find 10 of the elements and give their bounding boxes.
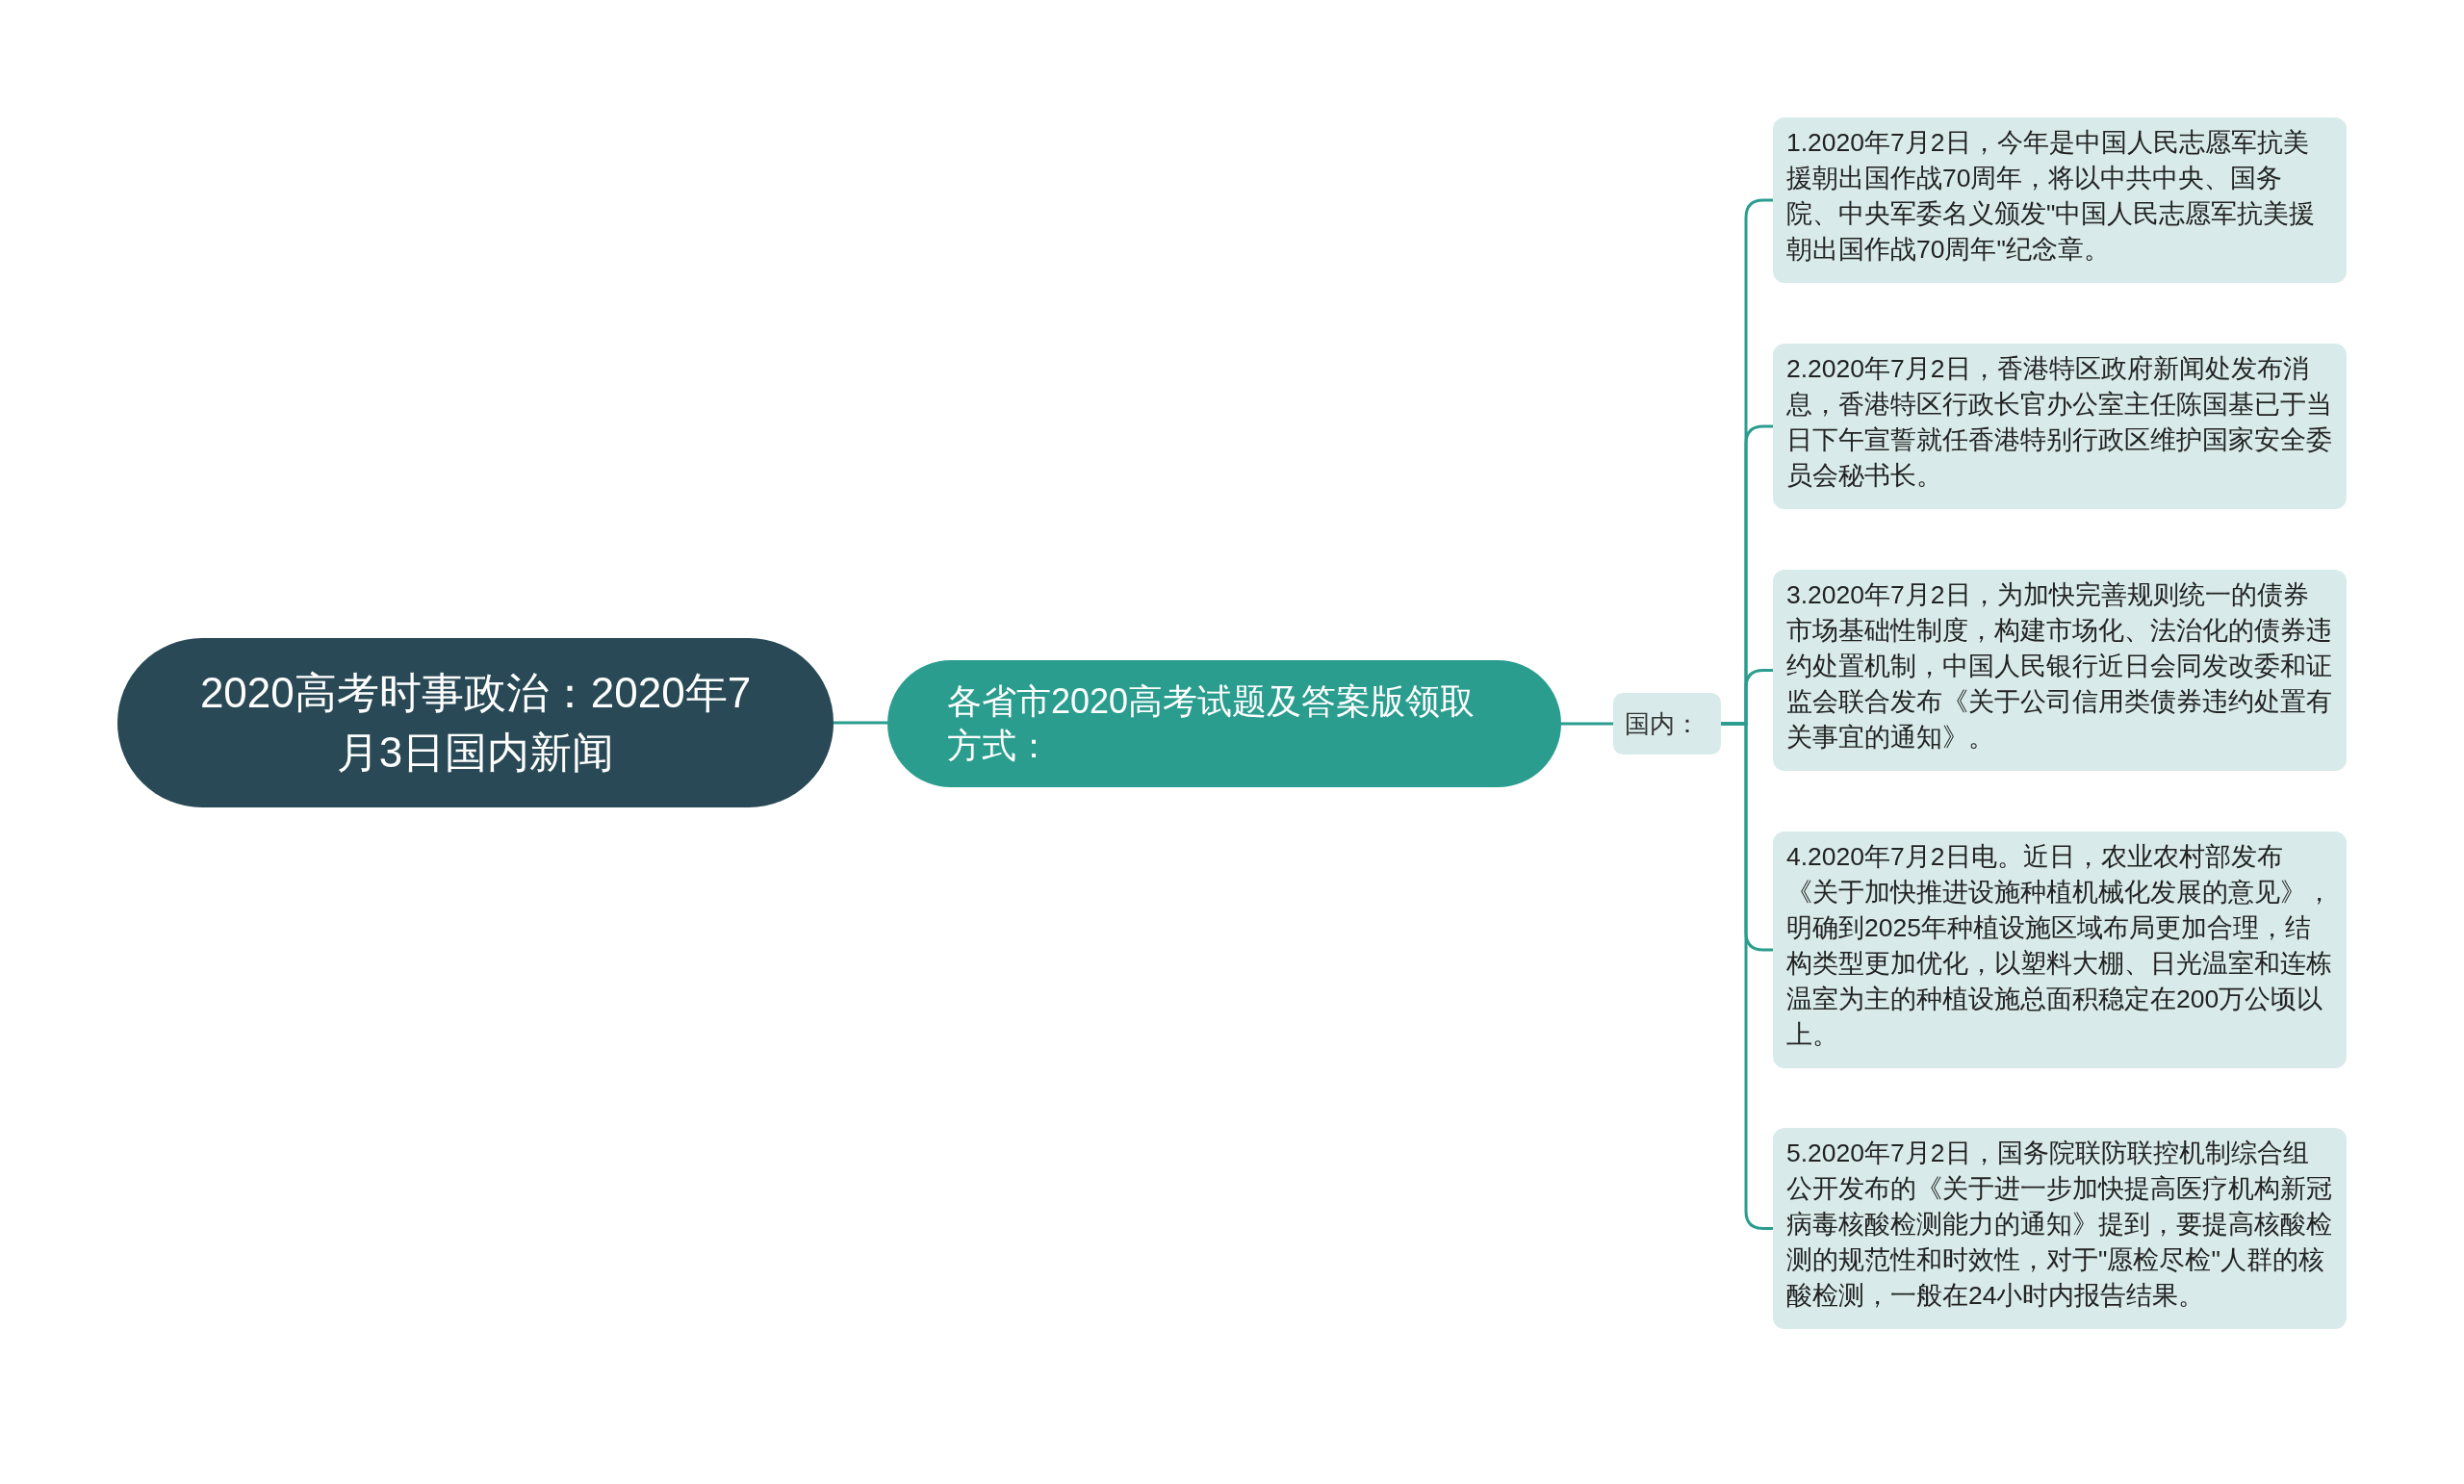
news-card: 5.2020年7月2日，国务院联防联控机制综合组公开发布的《关于进一步加快提高医疗机构新冠病毒核酸检测能力的通知》提到，要提高核酸检测的规范性和时效性，对于"愿检尽检"人群的核酸检测，一般在24小时内报告结果。 [1773, 1128, 2347, 1329]
connector-line [1561, 722, 1613, 726]
news-card: 3.2020年7月2日，为加快完善规则统一的债券市场基础性制度，构建市场化、法治化的债券违约处置机制，中国人民银行近日会同发改委和证监会联合发布《关于公司信用类债券违约处置有关事宜的通知》。 [1773, 570, 2347, 771]
news-card: 2.2020年7月2日，香港特区政府新闻处发布消息，香港特区行政长官办公室主任陈国基已于当日下午宣誓就任香港特别行政区维护国家安全委员会秘书长。 [1773, 344, 2347, 509]
topic-node: 各省市2020高考试题及答案版领取方式： [887, 660, 1561, 787]
news-card: 4.2020年7月2日电。近日，农业农村部发布《关于加快推进设施种植机械化发展的意见》，明确到2025年种植设施区域布局更加合理，结构类型更加优化，以塑料大棚、日光温室和连栋温室为主的种植设施总面积稳定在200万公顷以上。 [1773, 832, 2347, 1068]
tag-node: 国内： [1613, 693, 1721, 755]
root-topic: 2020高考时事政治：2020年7月3日国内新闻 [117, 638, 834, 807]
connector-line [834, 721, 887, 725]
news-card: 1.2020年7月2日，今年是中国人民志愿军抗美援朝出国作战70周年，将以中共中央、国务院、中央军委名义颁发"中国人民志愿军抗美援朝出国作战70周年"纪念章。 [1773, 117, 2347, 283]
